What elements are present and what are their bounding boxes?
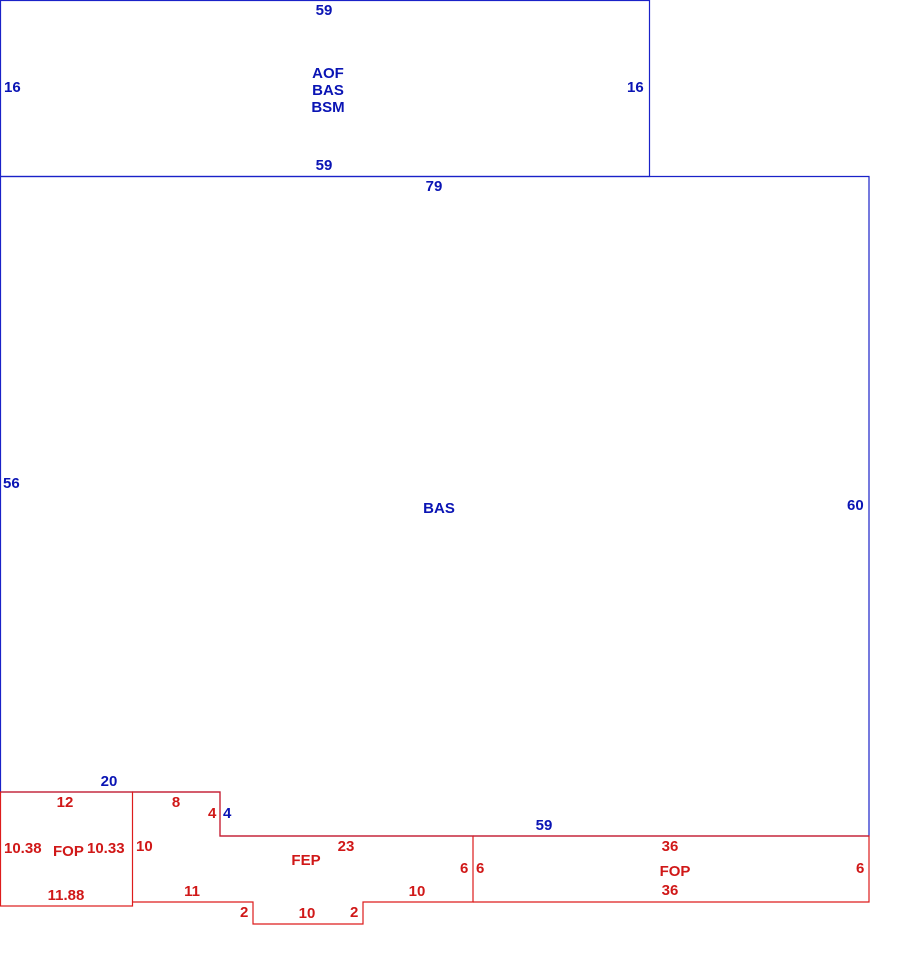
main-left-dimension: 56	[3, 475, 20, 492]
fep-bottom-right-dimension: 10	[409, 883, 426, 900]
upper-right-dimension: 16	[627, 79, 644, 96]
fop-right-top-dimension: 36	[662, 838, 679, 855]
fep-top-dimension: 23	[338, 838, 355, 855]
main-bottom-left-dimension: 20	[101, 773, 118, 790]
fep-top-left-dimension: 8	[172, 794, 180, 811]
fep-bottom-left-dimension: 11	[184, 883, 200, 900]
fop-right-code: FOP	[660, 863, 691, 880]
upper-code-aof: AOF	[312, 65, 344, 82]
fep-outline	[132, 791, 474, 925]
fop-right-outline	[473, 835, 870, 903]
upper-code-bsm: BSM	[311, 99, 344, 116]
fep-notch-right-dimension: 2	[350, 904, 358, 921]
fop-right-bottom-dimension: 36	[662, 882, 679, 899]
fep-right-dimension: 6	[460, 860, 468, 877]
upper-left-dimension: 16	[4, 79, 21, 96]
main-right-dimension: 60	[847, 497, 864, 514]
fep-step-dimension: 4	[208, 805, 217, 822]
fep-notch-bottom-dimension: 10	[299, 905, 316, 922]
fop-left-right-dimension: 10.33	[87, 840, 125, 857]
upper-bottom-dimension: 59	[316, 157, 333, 174]
upper-code-bas: BAS	[312, 82, 344, 99]
fop-left-bottom-dimension: 11.88	[48, 887, 85, 904]
fop-left-left-dimension: 10.38	[4, 840, 42, 857]
upper-top-dimension: 59	[316, 2, 333, 19]
main-top-dimension: 79	[426, 178, 443, 195]
main-bottom-right-dimension: 59	[536, 817, 553, 834]
fop-left-top-dimension: 12	[57, 794, 74, 811]
fop-left-outline	[0, 791, 134, 907]
fep-code: FEP	[291, 852, 320, 869]
fop-left-code: FOP	[53, 843, 84, 860]
fep-notch-left-dimension: 2	[240, 904, 248, 921]
main-code-bas: BAS	[423, 500, 455, 517]
fep-left-dimension: 10	[136, 838, 153, 855]
main-notch-dimension: 4	[223, 805, 232, 822]
fop-right-left-dimension: 6	[476, 860, 484, 877]
fop-right-right-dimension: 6	[856, 860, 864, 877]
